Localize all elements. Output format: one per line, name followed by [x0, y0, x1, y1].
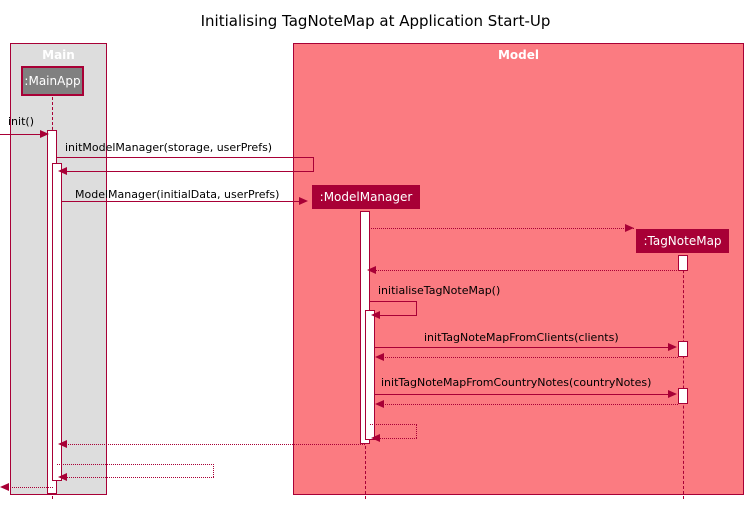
- message-arrowhead-return-from-clients: [375, 353, 384, 361]
- message-arrowhead-init-from-countrynotes: [668, 390, 677, 398]
- activation-tagnotemap-clients: [678, 341, 688, 357]
- message-arrowhead-tagnotemap-create: [625, 224, 634, 232]
- message-label-modelmanager-create: ModelManager(initialData, userPrefs): [75, 188, 280, 201]
- message-line-initialise-top: [370, 301, 417, 302]
- message-line-return-from-clients: [379, 357, 678, 358]
- message-arrowhead-return-out: [0, 483, 9, 491]
- participant-modelmanager-label: :ModelManager: [319, 190, 413, 204]
- message-line-init-from-clients: [375, 347, 670, 348]
- message-line-selfreturn-mainapp-top: [57, 464, 214, 465]
- message-line-init: [0, 134, 44, 135]
- message-label-init-from-countrynotes: initTagNoteMapFromCountryNotes(countryNo…: [381, 376, 652, 389]
- message-label-init-model-manager: initModelManager(storage, userPrefs): [65, 141, 273, 154]
- message-arrowhead-selfreturn-modelmanager: [371, 434, 380, 442]
- message-arrowhead-initmodelmanager: [58, 167, 67, 175]
- activation-modelmanager-inner: [365, 310, 375, 440]
- message-label-init-from-clients: initTagNoteMapFromClients(clients): [424, 331, 619, 344]
- group-label-main: Main: [42, 48, 75, 62]
- message-arrowhead-initialise: [371, 311, 380, 319]
- group-label-model: Model: [497, 48, 540, 62]
- message-line-modelmanager-create: [62, 201, 301, 202]
- activation-tagnotemap-countrynotes: [678, 388, 688, 404]
- participant-mainapp-label: :MainApp: [24, 74, 81, 88]
- message-line-initialise-right: [416, 301, 417, 315]
- message-label-init: init(): [8, 115, 34, 128]
- message-line-selfreturn-modelmanager-top: [370, 424, 417, 425]
- message-line-return-to-mainapp: [62, 444, 365, 445]
- lifeline-tagnotemap: [683, 255, 684, 499]
- message-line-selfreturn-modelmanager-bottom: [375, 438, 417, 439]
- message-line-return-from-countrynotes: [379, 404, 678, 405]
- message-line-selfreturn-mainapp-bottom: [62, 477, 214, 478]
- message-line-initmodelmanager-bottom: [62, 171, 314, 172]
- participant-mainapp[interactable]: :MainApp: [21, 66, 84, 96]
- message-label-initialise-tagnotemap: initialiseTagNoteMap(): [378, 284, 501, 297]
- message-line-selfreturn-mainapp-right: [213, 464, 214, 477]
- message-arrowhead-init-from-clients: [668, 343, 677, 351]
- message-line-return-out: [4, 487, 53, 488]
- message-arrowhead-selfreturn-mainapp: [58, 473, 67, 481]
- participant-modelmanager[interactable]: :ModelManager: [310, 183, 422, 211]
- message-line-init-from-countrynotes: [375, 394, 670, 395]
- message-line-tagnotemap-return: [371, 270, 683, 271]
- message-arrowhead-return-to-mainapp: [58, 440, 67, 448]
- message-line-initmodelmanager-top: [57, 157, 314, 158]
- message-arrowhead-init: [40, 130, 49, 138]
- activation-tagnotemap-create: [678, 255, 688, 271]
- message-arrowhead-return-from-countrynotes: [375, 400, 384, 408]
- message-arrowhead-modelmanager-create: [299, 197, 308, 205]
- page-title: Initialising TagNoteMap at Application S…: [200, 12, 551, 30]
- participant-tagnotemap[interactable]: :TagNoteMap: [634, 227, 731, 255]
- message-line-tagnotemap-create: [371, 228, 634, 229]
- participant-tagnotemap-label: :TagNoteMap: [643, 234, 722, 248]
- message-arrowhead-tagnotemap-return: [367, 266, 376, 274]
- message-line-initmodelmanager-right: [313, 157, 314, 171]
- activation-mainapp-inner: [52, 163, 62, 481]
- message-line-initialise-bottom: [375, 315, 417, 316]
- message-line-selfreturn-modelmanager-right: [416, 424, 417, 438]
